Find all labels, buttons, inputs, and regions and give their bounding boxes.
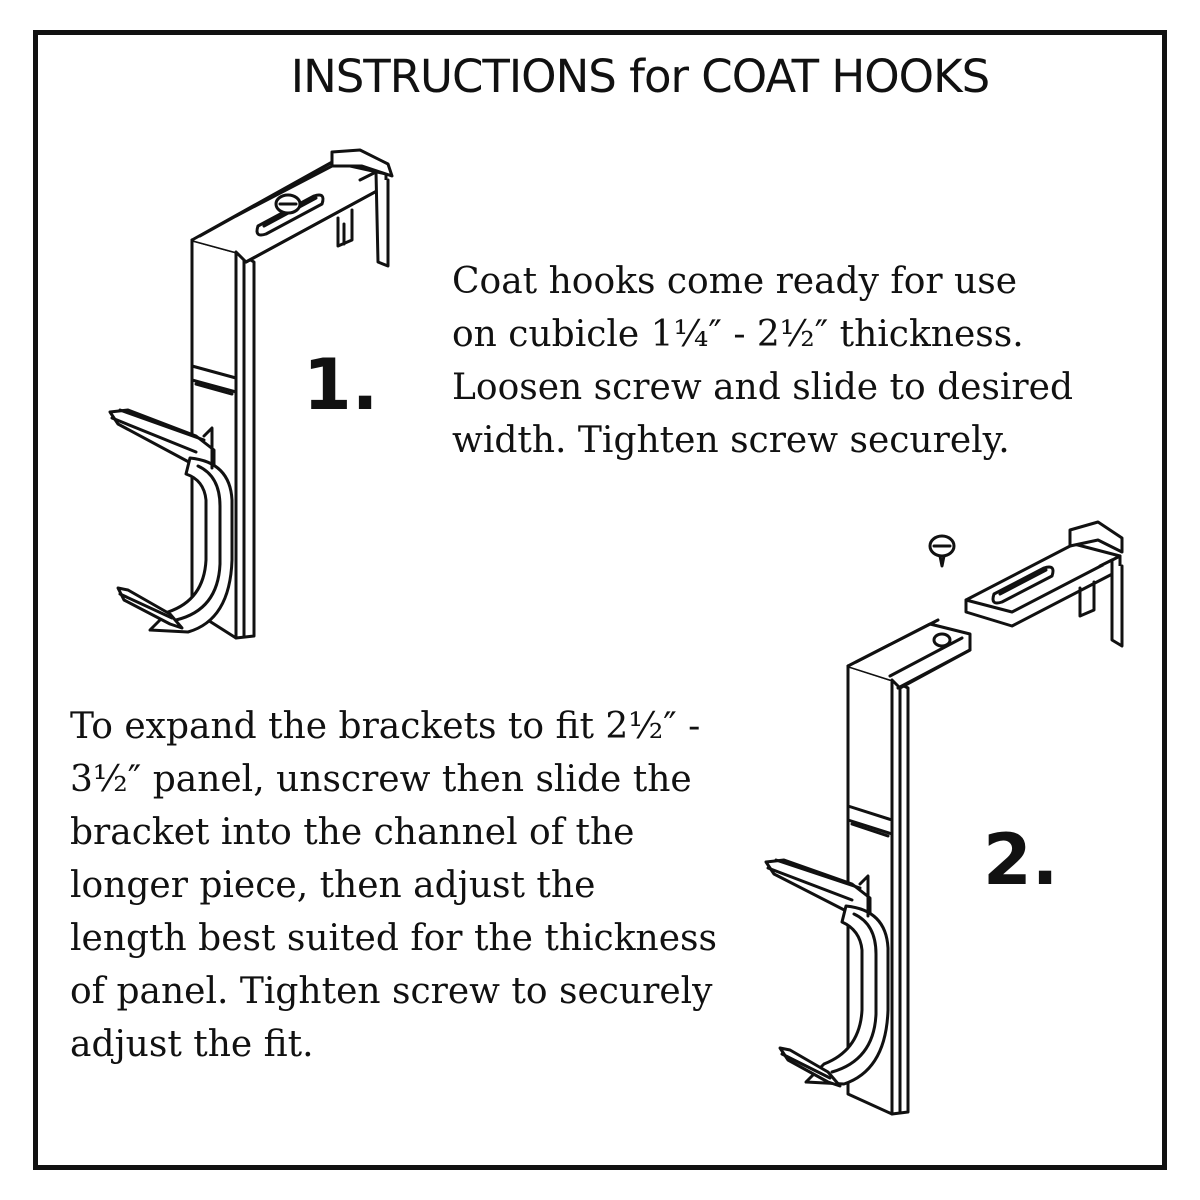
page-title: INSTRUCTIONS for COAT HOOKS [290,50,990,103]
step-1-number: 1. [303,344,379,426]
step-1-instructions: Coat hooks come ready for use on cubicle… [452,261,1073,461]
screw-icon [928,534,956,568]
step-2-number: 2. [983,819,1059,901]
border-frame [33,30,1167,1170]
step-2-instructions: To expand the brackets to fit 2½″ - 3½″ … [70,706,717,1065]
